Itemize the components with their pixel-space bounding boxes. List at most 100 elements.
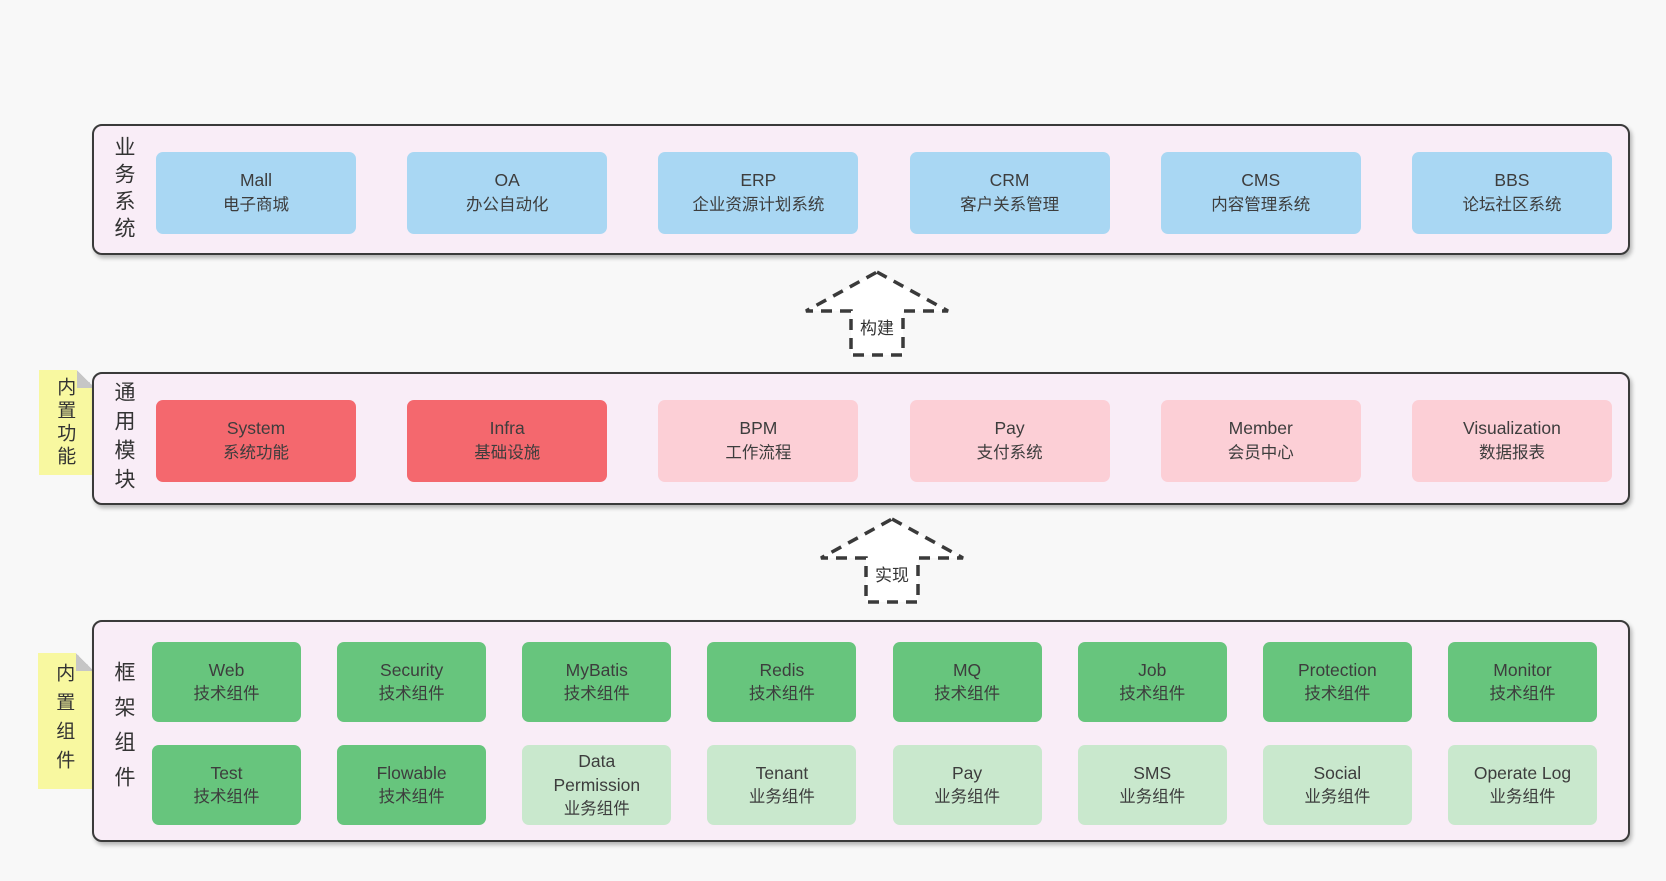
node-erp: ERP 企业资源计划系统 [658,152,859,234]
node-protection: Protection 技术组件 [1262,642,1412,722]
business-box-row: Mall 电子商城 OA 办公自动化 ERP 企业资源计划系统 CRM 客户关系… [156,152,1612,234]
node-subtitle: 企业资源计划系统 [692,196,825,214]
layer-label-business: 业务系统 [112,135,135,244]
node-title: Infra [489,418,525,438]
node-subtitle: 基础设施 [474,444,541,462]
node-title: Pay [951,763,983,783]
sticky-label: 内置组件 [53,663,75,779]
node-subtitle: 业务组件 [934,788,1001,806]
node-subtitle: 技术组件 [563,685,630,703]
node-subtitle: 业务组件 [1119,788,1186,806]
sticky-fold-corner [76,653,94,671]
node-crm: CRM 客户关系管理 [909,152,1110,234]
node-title: Redis [759,660,805,680]
node-subtitle: 技术组件 [934,685,1001,703]
node-title: Tenant [755,763,809,783]
arrow-label: 实现 [873,561,911,586]
node-title: CMS [1241,170,1281,190]
sticky-fold-corner [77,370,95,388]
node-subtitle: 技术组件 [378,788,445,806]
node-social: Social 业务组件 [1262,745,1412,825]
node-subtitle: 业务组件 [748,788,815,806]
node-subtitle: 技术组件 [1304,685,1371,703]
layer-label-components: 框架组件 [112,661,135,801]
node-title: ERP [740,170,777,190]
node-sms: SMS 业务组件 [1077,745,1227,825]
node-pay-component: Pay 业务组件 [892,745,1042,825]
node-title: Operate Log [1473,763,1572,783]
node-subtitle: 技术组件 [193,788,260,806]
modules-box-row: System 系统功能 Infra 基础设施 BPM 工作流程 Pay 支付系统… [156,400,1612,482]
node-mq: MQ 技术组件 [892,642,1042,722]
node-monitor: Monitor 技术组件 [1447,642,1597,722]
node-data-permission: Data Permission 业务组件 [522,745,672,825]
node-title: Data Permission [553,751,641,795]
sticky-note-built-in-components: 内置组件 [38,653,94,789]
node-subtitle: 电子商城 [223,196,289,214]
node-mall: Mall 电子商城 [156,152,356,234]
node-title: MyBatis [565,660,628,680]
node-visualization: Visualization 数据报表 [1411,400,1612,482]
node-title: SMS [1133,763,1172,783]
arrow-label: 构建 [858,314,896,339]
node-title: OA [494,170,520,190]
node-cms: CMS 内容管理系统 [1160,152,1361,234]
node-subtitle: 客户关系管理 [960,196,1060,214]
node-title: Web [208,660,245,680]
dashed-up-arrow-icon [805,270,949,357]
arrow-implement-up: 实现 [812,514,972,606]
node-title: Mall [239,170,273,190]
node-bpm: BPM 工作流程 [658,400,859,482]
node-infra: Infra 基础设施 [407,400,608,482]
node-subtitle: 内容管理系统 [1211,196,1311,214]
node-subtitle: 业务组件 [563,800,630,818]
components-box-row-2: Test 技术组件 Flowable 技术组件 Data Permission … [152,745,1597,825]
node-subtitle: 论坛社区系统 [1462,196,1562,214]
node-operate-log: Operate Log 业务组件 [1447,745,1597,825]
node-title: Job [1138,660,1167,680]
node-subtitle: 技术组件 [193,685,260,703]
node-title: Monitor [1493,660,1552,680]
components-box-row-1: Web 技术组件 Security 技术组件 MyBatis 技术组件 Redi… [152,642,1597,722]
node-subtitle: 技术组件 [1119,685,1186,703]
arrow-build-up: 构建 [797,267,957,359]
node-title: Security [380,660,444,680]
node-redis: Redis 技术组件 [707,642,857,722]
node-title: Test [210,763,243,783]
node-system: System 系统功能 [156,400,356,482]
node-tenant: Tenant 业务组件 [707,745,857,825]
node-title: BBS [1494,170,1530,190]
node-title: System [226,418,286,438]
node-title: Member [1228,418,1293,438]
node-subtitle: 数据报表 [1478,444,1545,462]
layer-label-modules: 通用模块 [112,380,135,497]
node-title: Protection [1297,660,1377,680]
sticky-label: 内置功能 [54,376,76,469]
node-security: Security 技术组件 [337,642,487,722]
node-subtitle: 技术组件 [378,685,445,703]
node-subtitle: 支付系统 [976,444,1043,462]
node-title: MQ [952,660,982,680]
common-modules-layer: 通用模块 System 系统功能 Infra 基础设施 BPM 工作流程 Pay… [92,372,1630,505]
node-subtitle: 会员中心 [1227,444,1294,462]
node-subtitle: 业务组件 [1304,788,1371,806]
node-subtitle: 系统功能 [223,444,289,462]
business-systems-layer: 业务系统 Mall 电子商城 OA 办公自动化 ERP 企业资源计划系统 CRM… [92,124,1630,255]
node-title: CRM [989,170,1030,190]
node-test: Test 技术组件 [152,745,301,825]
node-subtitle: 业务组件 [1489,788,1556,806]
node-flowable: Flowable 技术组件 [337,745,487,825]
node-title: BPM [739,418,778,438]
node-subtitle: 技术组件 [748,685,815,703]
node-subtitle: 工作流程 [725,444,792,462]
sticky-note-built-in-features: 内置功能 [39,370,95,475]
node-member: Member 会员中心 [1160,400,1361,482]
node-oa: OA 办公自动化 [407,152,608,234]
node-bbs: BBS 论坛社区系统 [1411,152,1612,234]
node-title: Flowable [376,763,447,783]
node-title: Social [1313,763,1362,783]
node-job: Job 技术组件 [1077,642,1227,722]
node-subtitle: 办公自动化 [465,196,549,214]
node-title: Visualization [1462,418,1561,438]
